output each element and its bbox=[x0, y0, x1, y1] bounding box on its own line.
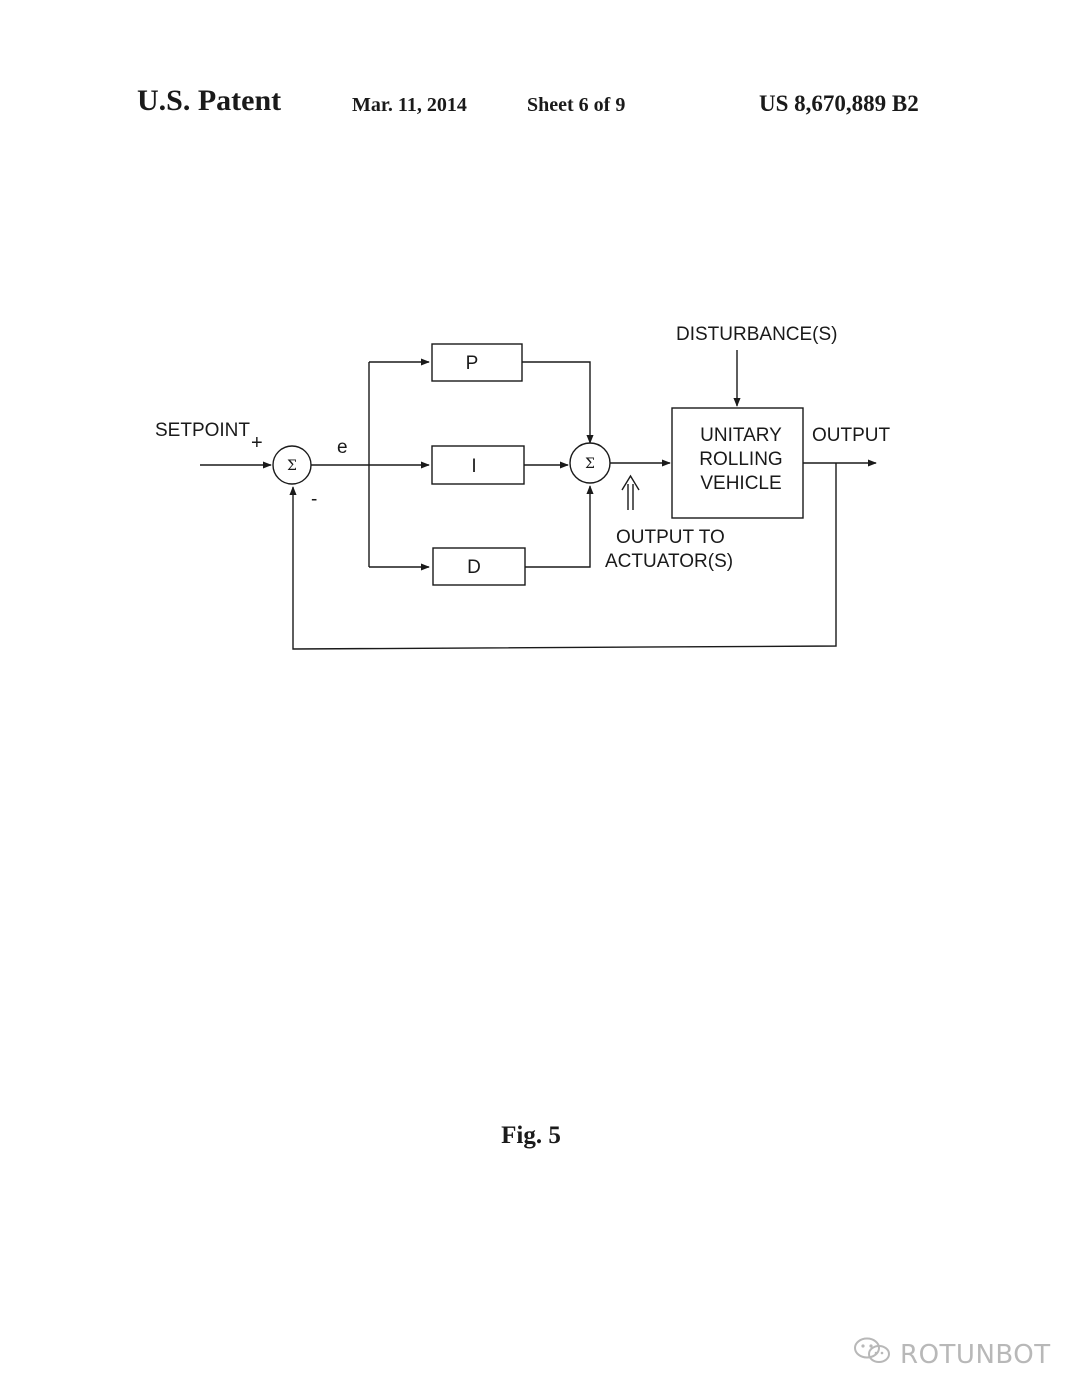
actuator-label-line1: OUTPUT TO bbox=[616, 527, 725, 548]
plant-label-line1: UNITARY bbox=[700, 425, 782, 446]
actuator-label-line2: ACTUATOR(S) bbox=[605, 551, 733, 572]
block-d-label: D bbox=[467, 557, 481, 578]
sigma-symbol-2: Σ bbox=[585, 456, 595, 472]
plus-sign: + bbox=[251, 432, 263, 454]
figure-caption: Fig. 5 bbox=[501, 1122, 561, 1149]
plant-label-line2: ROLLING bbox=[699, 449, 782, 470]
error-label: e bbox=[337, 437, 348, 458]
wechat-icon bbox=[852, 1336, 892, 1373]
patent-header-title: U.S. Patent bbox=[137, 84, 282, 117]
minus-sign: - bbox=[311, 489, 317, 510]
patent-number: US 8,670,889 B2 bbox=[759, 91, 919, 116]
plant-label-line3: VEHICLE bbox=[700, 473, 781, 494]
p-to-sum-line bbox=[522, 361, 594, 444]
block-i-label: I bbox=[471, 456, 476, 477]
feedback-line bbox=[289, 463, 837, 650]
patent-date: Mar. 11, 2014 bbox=[352, 94, 467, 116]
actuator-double-arrow bbox=[621, 474, 640, 510]
watermark: ROTUNBOT bbox=[852, 1336, 1051, 1373]
sheet-number: Sheet 6 of 9 bbox=[527, 94, 626, 116]
output-label: OUTPUT bbox=[812, 425, 891, 446]
watermark-text: ROTUNBOT bbox=[900, 1339, 1051, 1370]
setpoint-label: SETPOINT bbox=[155, 420, 250, 441]
block-i bbox=[431, 445, 525, 485]
block-p-label: P bbox=[466, 353, 479, 374]
d-to-sum-line bbox=[525, 485, 594, 568]
sigma-symbol-1: Σ bbox=[287, 458, 297, 474]
disturbance-label: DISTURBANCE(S) bbox=[676, 324, 838, 345]
